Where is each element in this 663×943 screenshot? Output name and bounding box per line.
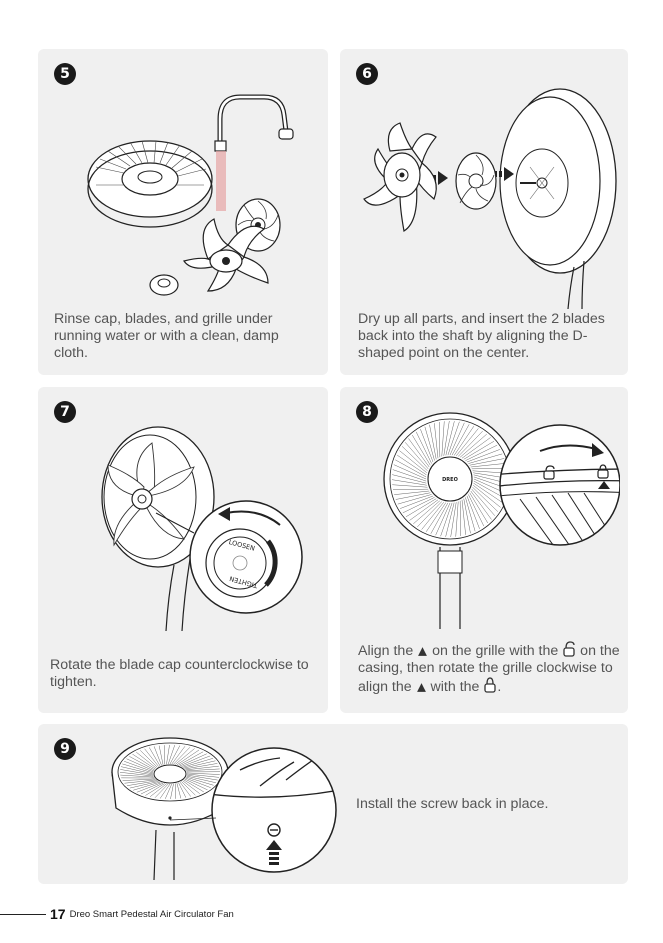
step-5-card: 5 (38, 49, 328, 375)
rinse-parts-illustration (68, 69, 318, 299)
step-6-card: 6 Dr (340, 49, 628, 375)
page-footer: 17 Dreo Smart Pedestal Air Circulator Fa… (0, 904, 234, 924)
step-8-text: Align the on the grille with the on the … (358, 641, 624, 696)
triangle-up-icon (417, 646, 428, 657)
step-badge: 9 (54, 738, 76, 760)
screw-icon (268, 824, 280, 836)
unlock-icon (562, 641, 576, 657)
step-9-card: 9 Install the screw back in (38, 724, 628, 884)
step-8-card: 8 DREO (340, 387, 628, 713)
step-6-text: Dry up all parts, and insert the 2 blade… (358, 311, 620, 362)
triangle-up-icon (416, 682, 427, 693)
footer-title: Dreo Smart Pedestal Air Circulator Fan (70, 909, 234, 920)
page-number: 17 (50, 906, 66, 922)
step-9-text: Install the screw back in place. (356, 796, 616, 813)
step-5-text: Rinse cap, blades, and grille under runn… (54, 311, 316, 362)
blade-cap-illustration: LOOSEN TIGHTEN (98, 421, 308, 631)
step-7-card: 7 LOOSEN TIGHTEN Rotate the blade cap co… (38, 387, 328, 713)
lock-icon (483, 677, 497, 693)
insert-blades-illustration (360, 71, 620, 309)
brand-label: DREO (442, 477, 458, 483)
step-badge: 7 (54, 401, 76, 423)
step-7-text: Rotate the blade cap counterclockwise to… (50, 657, 326, 691)
grille-align-illustration: DREO (370, 409, 620, 629)
screw-install-illustration (110, 730, 338, 880)
footer-rule (0, 914, 46, 915)
